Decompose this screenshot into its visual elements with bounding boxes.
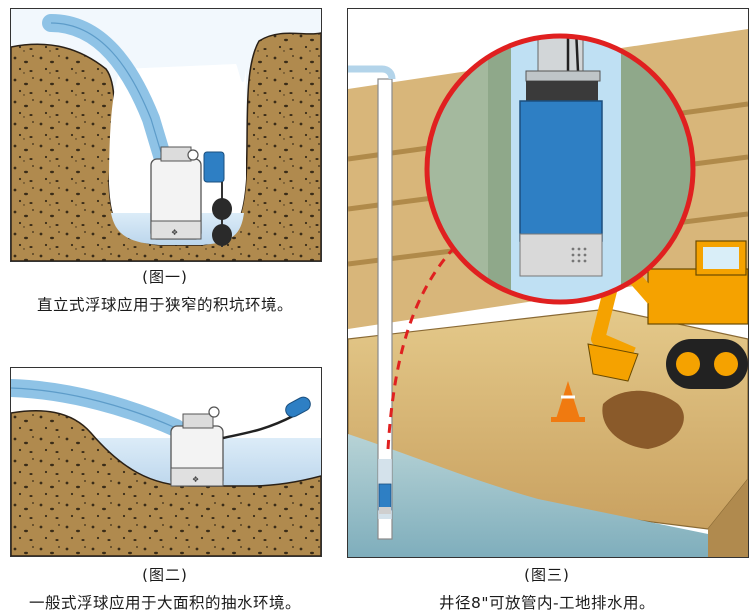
svg-text:❖: ❖ bbox=[171, 228, 178, 237]
wide-area-diagram: ❖ bbox=[11, 368, 321, 556]
figure3-label: (图三) bbox=[524, 566, 570, 584]
figure3-illustration bbox=[347, 8, 749, 558]
figure1-label: (图一) bbox=[142, 268, 188, 286]
figure2-illustration: ❖ bbox=[10, 367, 322, 557]
soil-layer bbox=[11, 410, 321, 556]
figure2-description: 一般式浮球应用于大面积的抽水环境。 bbox=[28, 594, 301, 612]
excavator-icon bbox=[587, 240, 748, 389]
dashed-indicator-arrow bbox=[386, 247, 455, 450]
svg-text:❖: ❖ bbox=[192, 475, 199, 484]
figure1-illustration: ❖ bbox=[10, 8, 322, 262]
narrow-pit-diagram: ❖ bbox=[11, 9, 321, 261]
figure3-description: 井径8"可放管内-工地排水用。 bbox=[438, 594, 656, 612]
traffic-cone-icon bbox=[551, 381, 585, 422]
float-switch-icon bbox=[203, 151, 232, 247]
float-switch-icon bbox=[222, 396, 311, 440]
submersible-pump-icon bbox=[378, 483, 392, 514]
figure2-label: (图二) bbox=[142, 566, 188, 584]
figure1-description: 直立式浮球应用于狭窄的积坑环境。 bbox=[36, 296, 293, 314]
ground-water bbox=[348, 434, 708, 557]
submersible-pump-icon: ❖ bbox=[170, 406, 224, 487]
construction-site-diagram bbox=[348, 9, 748, 557]
submersible-pump-icon: ❖ bbox=[150, 146, 202, 240]
